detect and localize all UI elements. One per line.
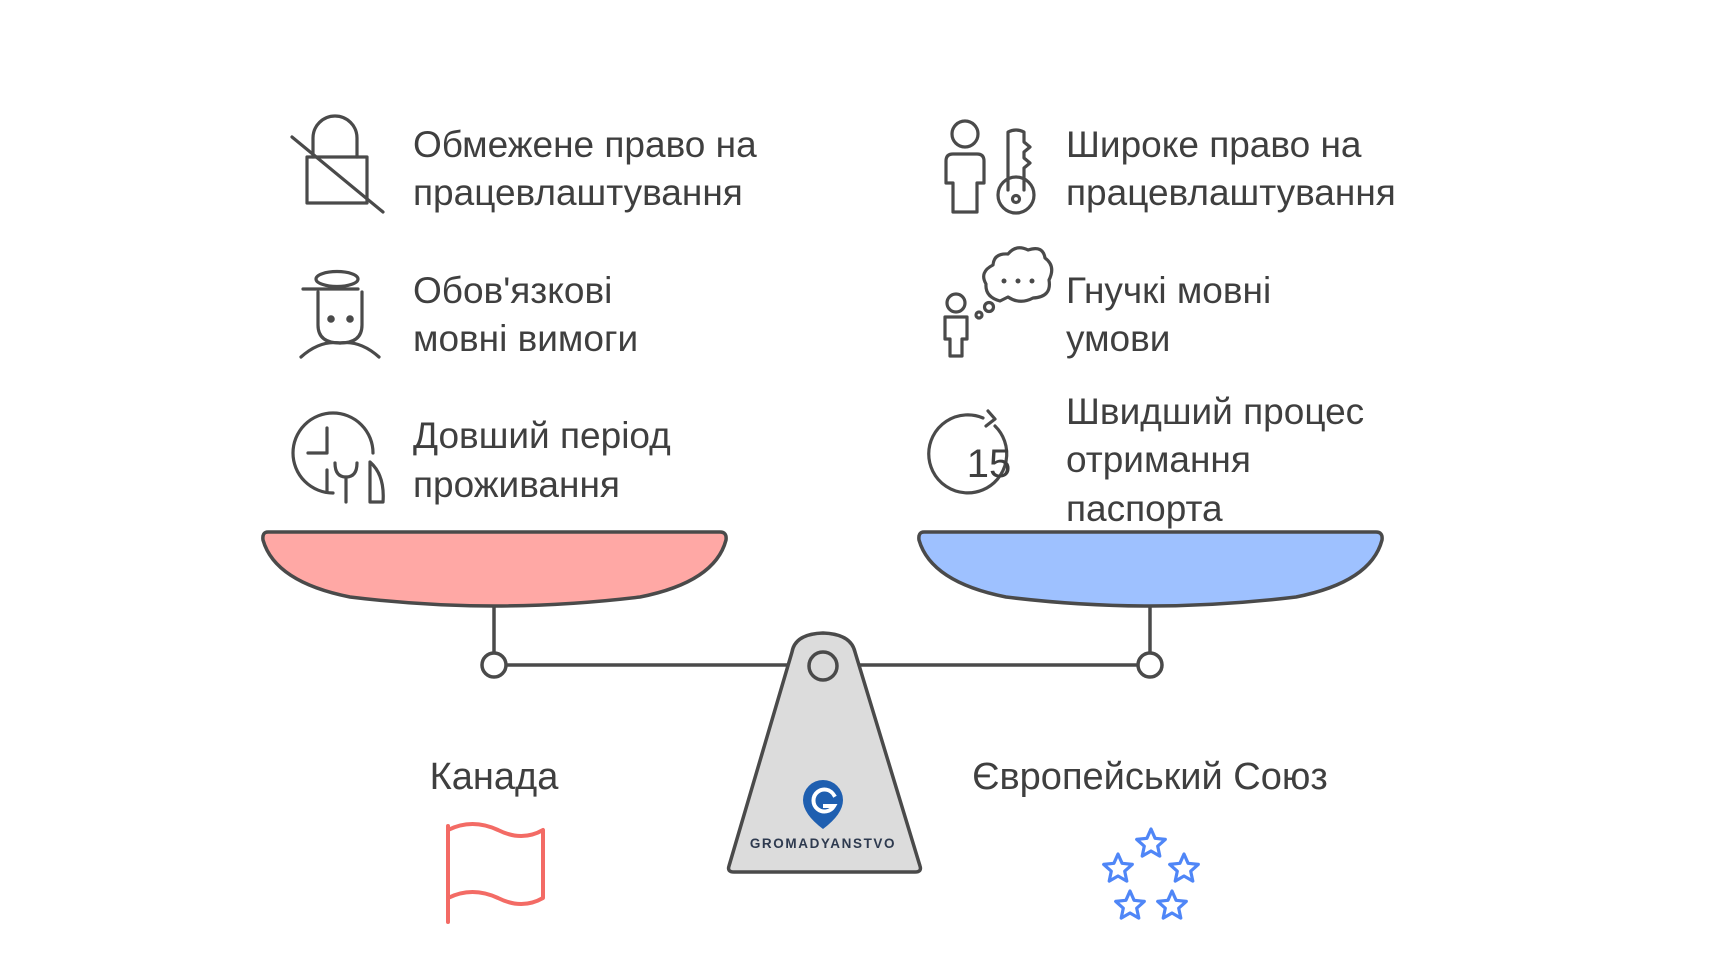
left-country-label: Канада <box>430 756 560 798</box>
eu-star-4 <box>1114 889 1146 920</box>
flag-icon <box>446 822 545 924</box>
eu-stars-icon <box>1102 827 1200 920</box>
lock-crossed-icon <box>290 114 385 214</box>
brand-name: GROMADYANSTVO <box>750 836 896 851</box>
left-labels: Обмежене право на працевлаштування Обов'… <box>413 124 757 505</box>
right-item-3-line-2: отримання <box>1066 439 1251 480</box>
right-labels: Широке право на працевлаштування Гнучкі … <box>1066 124 1396 529</box>
right-item-1-line-1: Широке право на <box>1066 124 1362 165</box>
left-scale-pan <box>261 530 728 608</box>
right-item-2-line-1: Гнучкі мовні <box>1066 270 1271 311</box>
countdown-15-icon: 15 <box>927 409 1012 495</box>
left-item-1-line-1: Обмежене право на <box>413 124 757 165</box>
scale-weight <box>726 631 923 874</box>
examiner-icon <box>299 269 381 359</box>
clock-plant-icon <box>291 411 385 504</box>
right-scale-pan <box>917 530 1384 608</box>
right-country-label: Європейський Союз <box>972 756 1328 798</box>
right-item-1-line-2: працевлаштування <box>1066 172 1396 213</box>
left-item-2-line-1: Обов'язкові <box>413 270 612 311</box>
person-key-icon <box>944 119 1036 215</box>
left-item-3-line-1: Довший період <box>413 415 671 456</box>
eu-star-5 <box>1156 889 1188 920</box>
right-item-2-line-2: умови <box>1066 318 1170 359</box>
person-speech-icon <box>943 246 1054 358</box>
left-item-2-line-2: мовні вимоги <box>413 318 638 359</box>
left-item-3-line-2: проживання <box>413 464 620 505</box>
left-item-1-line-2: працевлаштування <box>413 172 743 213</box>
eu-star-1 <box>1135 827 1167 858</box>
countdown-number: 15 <box>967 442 1012 486</box>
eu-star-2 <box>1102 852 1134 883</box>
eu-star-3 <box>1168 852 1200 883</box>
right-item-3-line-3: паспорта <box>1066 488 1223 529</box>
right-item-3-line-1: Швидший процес <box>1066 391 1364 432</box>
g-pin-logo-icon <box>803 780 843 829</box>
